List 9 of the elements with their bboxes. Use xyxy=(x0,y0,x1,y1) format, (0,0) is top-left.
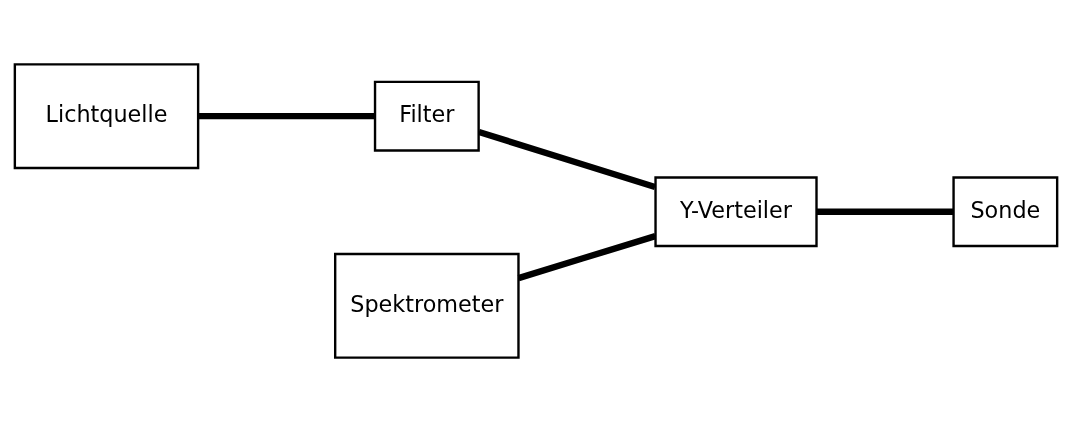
node-box: Spektrometer xyxy=(334,252,520,359)
connector xyxy=(517,232,657,281)
connector xyxy=(816,208,954,215)
connector xyxy=(478,128,656,190)
node-box: Lichtquelle xyxy=(13,62,200,169)
node-box: Sonde xyxy=(952,175,1059,247)
node-box: Filter xyxy=(373,80,480,152)
node-box: Y-Verteiler xyxy=(654,175,818,247)
connector xyxy=(198,112,375,119)
